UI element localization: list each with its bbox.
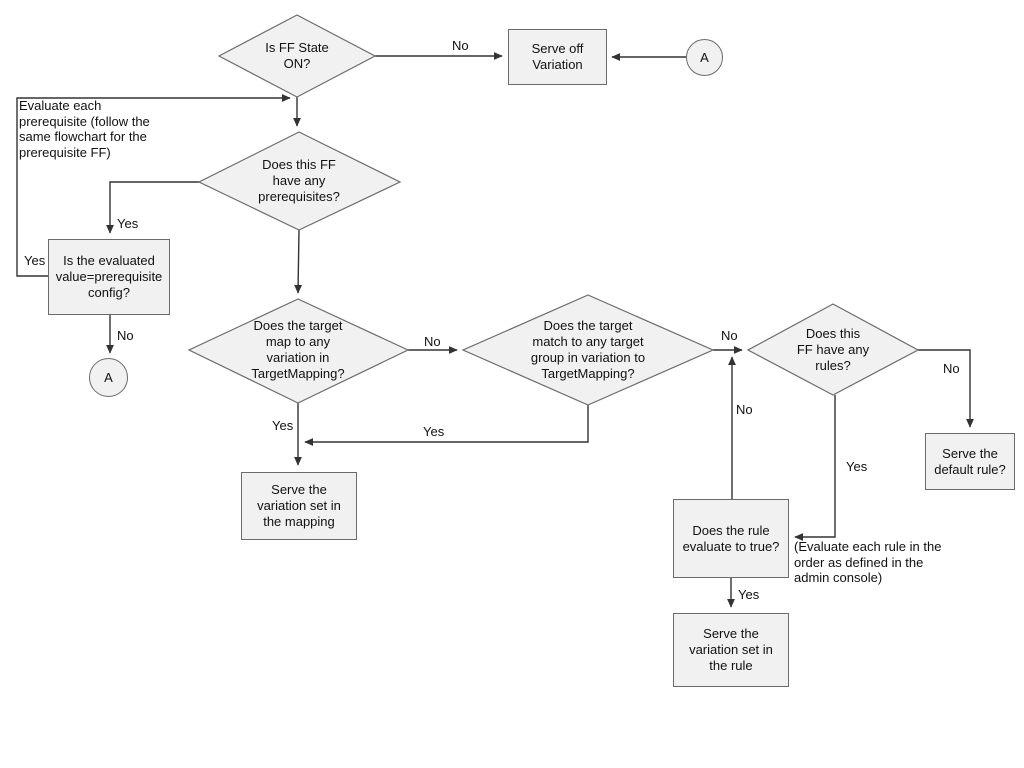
edge-label-group-long-yes: Yes (421, 424, 447, 439)
edge-rules-no-to-default (918, 349, 974, 428)
connector-a-left: A (89, 358, 128, 397)
node-rule-evaluates-true: Does the rule evaluate to true? (673, 499, 789, 578)
edge-prereq-to-mapping-diamond (294, 229, 303, 294)
diamond-is-ff-state-on (217, 14, 377, 98)
edge-prereq-yes-to-check-box (106, 181, 200, 234)
connector-a-top: A (686, 39, 723, 76)
diamond-target-mapping (187, 298, 410, 404)
node-serve-variation-mapping: Serve the variation set in the mapping (241, 472, 357, 540)
edge-rules-yes-to-rule-box (794, 395, 836, 541)
diamond-target-group (461, 294, 715, 406)
diamond-has-prerequisites (197, 131, 402, 231)
edge-label-mapping-no: No (422, 334, 443, 349)
node-serve-default-rule: Serve the default rule? (925, 433, 1015, 490)
edge-label-group-no: No (719, 328, 740, 343)
diamond-has-rules (746, 303, 920, 396)
edge-label-rules-no: No (941, 361, 962, 376)
edge-label-ffstate-no: No (450, 38, 471, 53)
edge-prereq-loop-return (16, 94, 291, 277)
edge-group-yes-long-return (304, 405, 589, 446)
note-evaluate-prerequisite: Evaluate each prerequisite (follow the s… (19, 98, 150, 160)
edge-label-prereq-check-no: No (115, 328, 136, 343)
edge-label-prereq-loop-yes: Yes (22, 253, 48, 268)
edge-label-mapping-yes: Yes (270, 418, 296, 433)
note-rule-order: (Evaluate each rule in the order as defi… (794, 539, 942, 585)
node-serve-off-variation: Serve off Variation (508, 29, 607, 85)
node-serve-variation-rule: Serve the variation set in the rule (673, 613, 789, 687)
node-prerequisite-value-check: Is the evaluated value=prerequisite conf… (48, 239, 170, 315)
edge-label-prerequisites-yes: Yes (115, 216, 141, 231)
edge-label-rule-loop-no: No (734, 402, 755, 417)
edge-label-rule-true-yes: Yes (736, 587, 762, 602)
edge-label-rules-yes: Yes (844, 459, 870, 474)
